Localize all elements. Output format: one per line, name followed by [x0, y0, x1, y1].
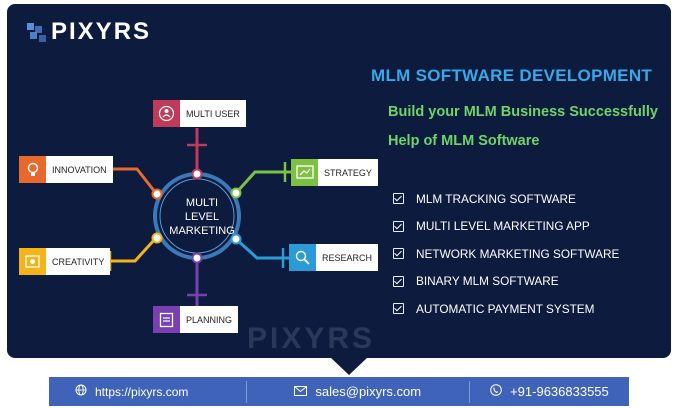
envelope-icon: [294, 385, 308, 399]
subheading-primary: Build your MLM Business Successfully: [388, 104, 658, 120]
checkbox-checked-icon: [393, 275, 404, 287]
node-innovation: INNOVATION: [19, 156, 113, 183]
subheading-secondary: Help of MLM Software: [388, 133, 540, 149]
strategy-board-icon: [291, 159, 318, 186]
research-icon: [289, 244, 316, 271]
speech-pointer: [330, 357, 368, 375]
globe-icon: [75, 384, 87, 399]
brand-watermark: PIXYRS: [247, 322, 376, 355]
diagram-center-label: MULTI LEVEL MARKETING: [169, 197, 235, 237]
node-strategy: STRATEGY: [291, 159, 378, 186]
node-planning: PLANNING: [153, 306, 239, 333]
users-icon: [153, 100, 180, 127]
checkbox-checked-icon: [393, 220, 404, 232]
node-creativity: CREATIVITY: [19, 248, 111, 275]
phone-link[interactable]: +91-9636833555: [470, 377, 629, 406]
feature-item: NETWORK MARKETING SOFTWARE: [393, 240, 619, 268]
mlm-diagram: [102, 128, 291, 306]
feature-list: MLM TRACKING SOFTWARE MULTI LEVEL MARKET…: [393, 185, 619, 323]
footer-divider: [468, 380, 470, 403]
feature-item: MULTI LEVEL MARKETING APP: [393, 213, 619, 241]
node-multi-user: MULTI USER: [153, 100, 246, 127]
page-title: MLM SOFTWARE DEVELOPMENT: [371, 66, 653, 85]
feature-item: AUTOMATIC PAYMENT SYSTEM: [393, 295, 619, 323]
feature-item: BINARY MLM SOFTWARE: [393, 268, 619, 296]
checkbox-checked-icon: [393, 303, 404, 315]
email-link[interactable]: sales@pixyrs.com: [247, 377, 469, 406]
brand-name: PIXYRS: [51, 18, 152, 45]
banner-card: PIXYRS MULTI LEVEL MARKETING: [7, 4, 671, 358]
contact-footer: https://pixyrs.com sales@pixyrs.com +91-…: [49, 377, 629, 406]
brand-logo[interactable]: PIXYRS: [27, 18, 151, 46]
lightbulb-icon: [19, 156, 46, 183]
phone-icon: [490, 384, 502, 399]
clipboard-icon: [153, 306, 180, 333]
creativity-icon: [19, 248, 46, 275]
logo-mark-icon: [27, 22, 46, 42]
node-research: RESEARCH: [289, 244, 379, 271]
checkbox-checked-icon: [393, 248, 404, 260]
checkbox-checked-icon: [393, 193, 404, 205]
website-link[interactable]: https://pixyrs.com: [49, 377, 246, 406]
footer-divider: [245, 380, 247, 403]
feature-item: MLM TRACKING SOFTWARE: [393, 185, 619, 213]
